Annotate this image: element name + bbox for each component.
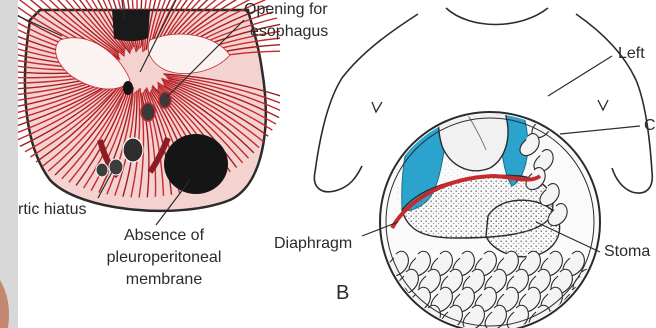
panel-letter-b: B: [336, 284, 349, 303]
vertebral-region: [112, 10, 150, 41]
neck-outline: [446, 8, 548, 25]
intestine-loop: [573, 305, 594, 328]
label-left: Left: [618, 44, 645, 63]
leader-line-c: [560, 126, 640, 134]
diaphragmatic-defect: [164, 134, 228, 194]
armpit-right: [598, 100, 608, 110]
armpit-left: [372, 102, 382, 112]
aortic-hiatus-opening: [123, 138, 143, 162]
label-opening-for: Opening for: [244, 0, 328, 19]
intestine-loop: [397, 305, 418, 328]
torso-right-outline: [576, 14, 652, 193]
intestine-loop: [522, 98, 541, 120]
label-pleuroperitoneal: pleuroperitoneal: [90, 248, 238, 267]
leader-line-left: [548, 56, 612, 96]
panel-b-torso: [314, 8, 652, 328]
label-stomach: Stoma: [604, 242, 650, 261]
label-c: C: [644, 116, 656, 135]
label-diaphragm: Diaphragm: [274, 234, 352, 253]
left-margin-strip: [0, 0, 18, 328]
caval-opening: [123, 81, 133, 95]
label-aortic-hiatus: rtic hiatus: [18, 200, 86, 219]
esophageal-opening: [141, 103, 155, 121]
heart: [439, 91, 508, 170]
label-membrane: membrane: [100, 270, 228, 289]
label-esophagus: esophagus: [250, 22, 328, 41]
panel-a-diaphragm: [0, 0, 288, 211]
label-absence-of: Absence of: [100, 226, 228, 245]
small-opening-2: [96, 163, 108, 177]
